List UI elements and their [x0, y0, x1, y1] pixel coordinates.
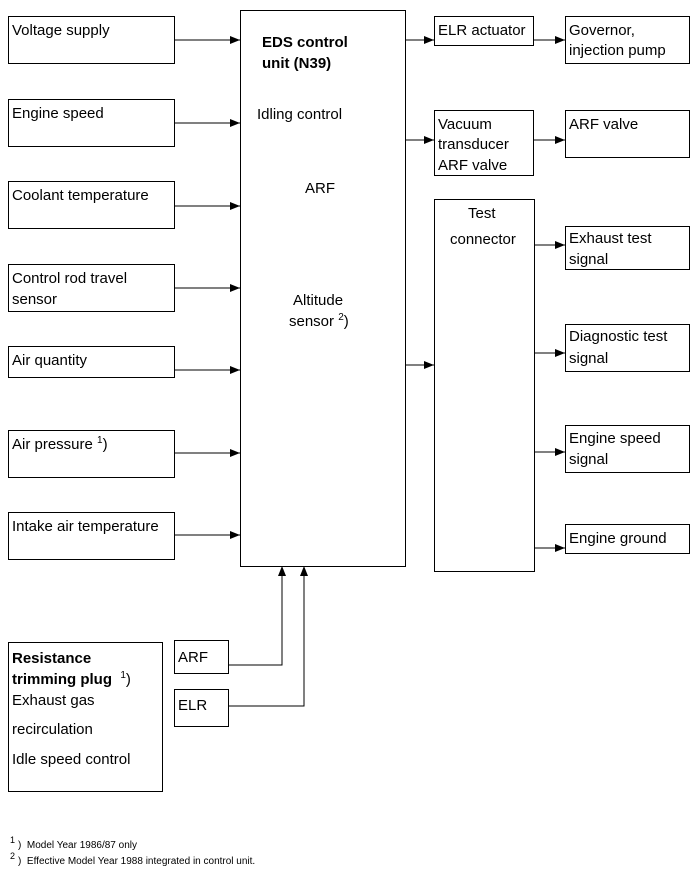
air-pressure-footnote: 1 [97, 435, 103, 446]
footnote-2-marker: 2 [10, 851, 16, 861]
footnote-1-marker: 1 [10, 835, 16, 845]
footnote-1: 1) Model Year 1986/87 only [10, 835, 137, 852]
control-rod-label-1: Control rod travel [12, 270, 128, 287]
eds-control-unit: EDS control unit (N39) Idling control AR… [240, 10, 406, 567]
control-unit-title-2: unit (N39) [262, 55, 332, 72]
engine-speed-box: Engine speed [8, 99, 175, 147]
trimming-plug-footnote: 1 [120, 670, 126, 681]
air-pressure-box: Air pressure 1) [8, 430, 175, 478]
engine-speed-signal-box: Engine speed signal [565, 425, 690, 473]
vacuum-transducer-box: Vacuum transducer ARF valve [434, 110, 534, 176]
control-rod-box: Control rod travel sensor [8, 264, 175, 312]
diagnostic-test-signal-label-1: Diagnostic test [569, 328, 668, 345]
engine-ground-label: Engine ground [569, 530, 667, 547]
trimming-plug-item-1b: recirculation [12, 721, 93, 738]
vacuum-transducer-label-3: ARF valve [438, 157, 508, 174]
test-connector-box: Test connector [434, 199, 535, 572]
diagnostic-test-signal-label-2: signal [569, 350, 609, 367]
exhaust-test-signal-label-1: Exhaust test [569, 230, 652, 247]
arf-function-label: ARF [305, 180, 335, 197]
elr-input-box: ELR [174, 689, 229, 727]
engine-speed-label: Engine speed [12, 105, 104, 122]
trimming-plug-title-2: trimming plug 1) [12, 670, 131, 689]
control-unit-title-1: EDS control [262, 34, 348, 51]
altitude-sensor-label-1: Altitude [293, 292, 344, 309]
vacuum-transducer-label-1: Vacuum [438, 116, 492, 133]
engine-ground-box: Engine ground [565, 524, 690, 554]
engine-speed-signal-label-1: Engine speed [569, 430, 661, 447]
governor-label-2: injection pump [569, 42, 666, 59]
arf-input-label: ARF [178, 649, 208, 666]
coolant-temperature-label: Coolant temperature [12, 187, 149, 204]
intake-air-temperature-label: Intake air temperature [12, 518, 159, 535]
altitude-footnote: 2 [338, 312, 344, 323]
wire-elr-bottom [229, 566, 308, 707]
governor-label-1: Governor, [569, 22, 635, 39]
engine-speed-signal-label-2: signal [569, 451, 609, 468]
arf-valve-label: ARF valve [569, 116, 639, 133]
governor-box: Governor, injection pump [565, 16, 690, 64]
control-rod-label-2: sensor [12, 291, 58, 308]
diagnostic-test-signal-box: Diagnostic test signal [565, 324, 690, 372]
voltage-supply-label: Voltage supply [12, 22, 110, 39]
air-pressure-label: Air pressure 1) [12, 435, 108, 454]
wire-arf-bottom [229, 566, 286, 666]
altitude-sensor-label-2: sensor 2) [289, 312, 349, 331]
resistance-trimming-plug-box: Resistance trimming plug 1) Exhaust gas … [8, 642, 163, 792]
footnote-1-text: Model Year 1986/87 only [26, 840, 137, 851]
intake-air-temperature-box: Intake air temperature [8, 512, 175, 560]
air-quantity-box: Air quantity [8, 346, 175, 378]
trimming-plug-item-2: Idle speed control [12, 751, 131, 768]
arf-input-box: ARF [174, 640, 229, 674]
elr-actuator-label: ELR actuator [438, 22, 526, 39]
exhaust-test-signal-box: Exhaust test signal [565, 226, 690, 270]
air-quantity-label: Air quantity [12, 352, 88, 369]
voltage-supply-box: Voltage supply [8, 16, 175, 64]
test-connector-label-2: connector [450, 231, 516, 248]
elr-actuator-box: ELR actuator [434, 16, 534, 46]
footnote-2: 2) Effective Model Year 1988 integrated … [10, 851, 256, 868]
idling-control-label: Idling control [257, 106, 343, 123]
vacuum-transducer-label-2: transducer [438, 136, 509, 153]
trimming-plug-title-1: Resistance [12, 650, 92, 667]
coolant-temperature-box: Coolant temperature [8, 181, 175, 229]
footnote-2-text: Effective Model Year 1988 integrated in … [26, 856, 256, 867]
trimming-plug-item-1a: Exhaust gas [12, 692, 95, 709]
elr-input-label: ELR [178, 697, 208, 714]
test-connector-label-1: Test [468, 205, 496, 222]
arf-valve-box: ARF valve [565, 110, 690, 158]
exhaust-test-signal-label-2: signal [569, 251, 609, 268]
